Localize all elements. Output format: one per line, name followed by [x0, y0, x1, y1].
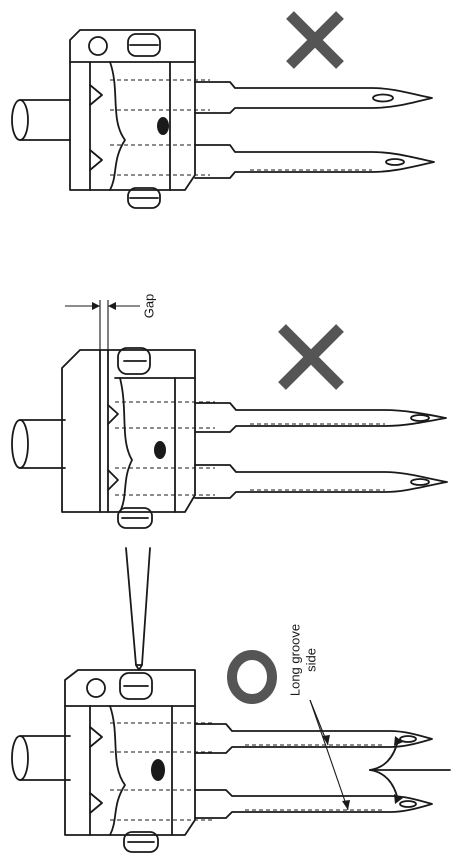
groove-pointer-lines — [309, 699, 350, 811]
needle-lower — [194, 144, 435, 179]
needle-bar-shaft — [11, 99, 71, 141]
long-groove-label-line1: Long groove — [287, 624, 302, 696]
panel-middle-incorrect: Gap — [11, 294, 448, 529]
incorrect-x-mark — [286, 11, 344, 69]
clamp-dot — [151, 759, 165, 781]
set-screw-top — [119, 672, 153, 700]
clamp-hole — [86, 678, 106, 698]
needle-eye — [372, 93, 394, 103]
incorrect-x-mark — [278, 324, 344, 390]
gap-indicator — [65, 300, 140, 350]
screwdriver — [125, 547, 151, 671]
needle-lower — [194, 789, 433, 819]
gap-label: Gap — [141, 294, 156, 319]
set-screw-bottom — [123, 831, 159, 853]
clamp-hole — [88, 36, 108, 56]
set-screw-top — [127, 33, 161, 57]
panel-bottom-correct: Long groove side — [11, 547, 451, 853]
needle-upper — [194, 81, 433, 114]
set-screw-bottom — [127, 187, 161, 209]
clamp-dot — [157, 117, 169, 135]
needle-bar-shaft — [11, 735, 71, 781]
needle-clamp — [61, 347, 215, 529]
correct-o-mark — [227, 650, 277, 704]
needle-bar-shaft — [11, 419, 66, 469]
set-screw-bottom — [117, 507, 153, 529]
needle-upper — [194, 402, 447, 433]
needle-upper — [194, 723, 433, 754]
needle-lower — [194, 464, 448, 499]
needle-clamp — [64, 669, 215, 853]
long-groove-label-line2: side — [303, 648, 318, 672]
needle-clamp — [69, 29, 210, 209]
panel-top-incorrect — [11, 11, 435, 209]
thread-guide — [369, 736, 451, 804]
clamp-dot — [154, 441, 166, 459]
set-screw-top — [117, 347, 151, 375]
